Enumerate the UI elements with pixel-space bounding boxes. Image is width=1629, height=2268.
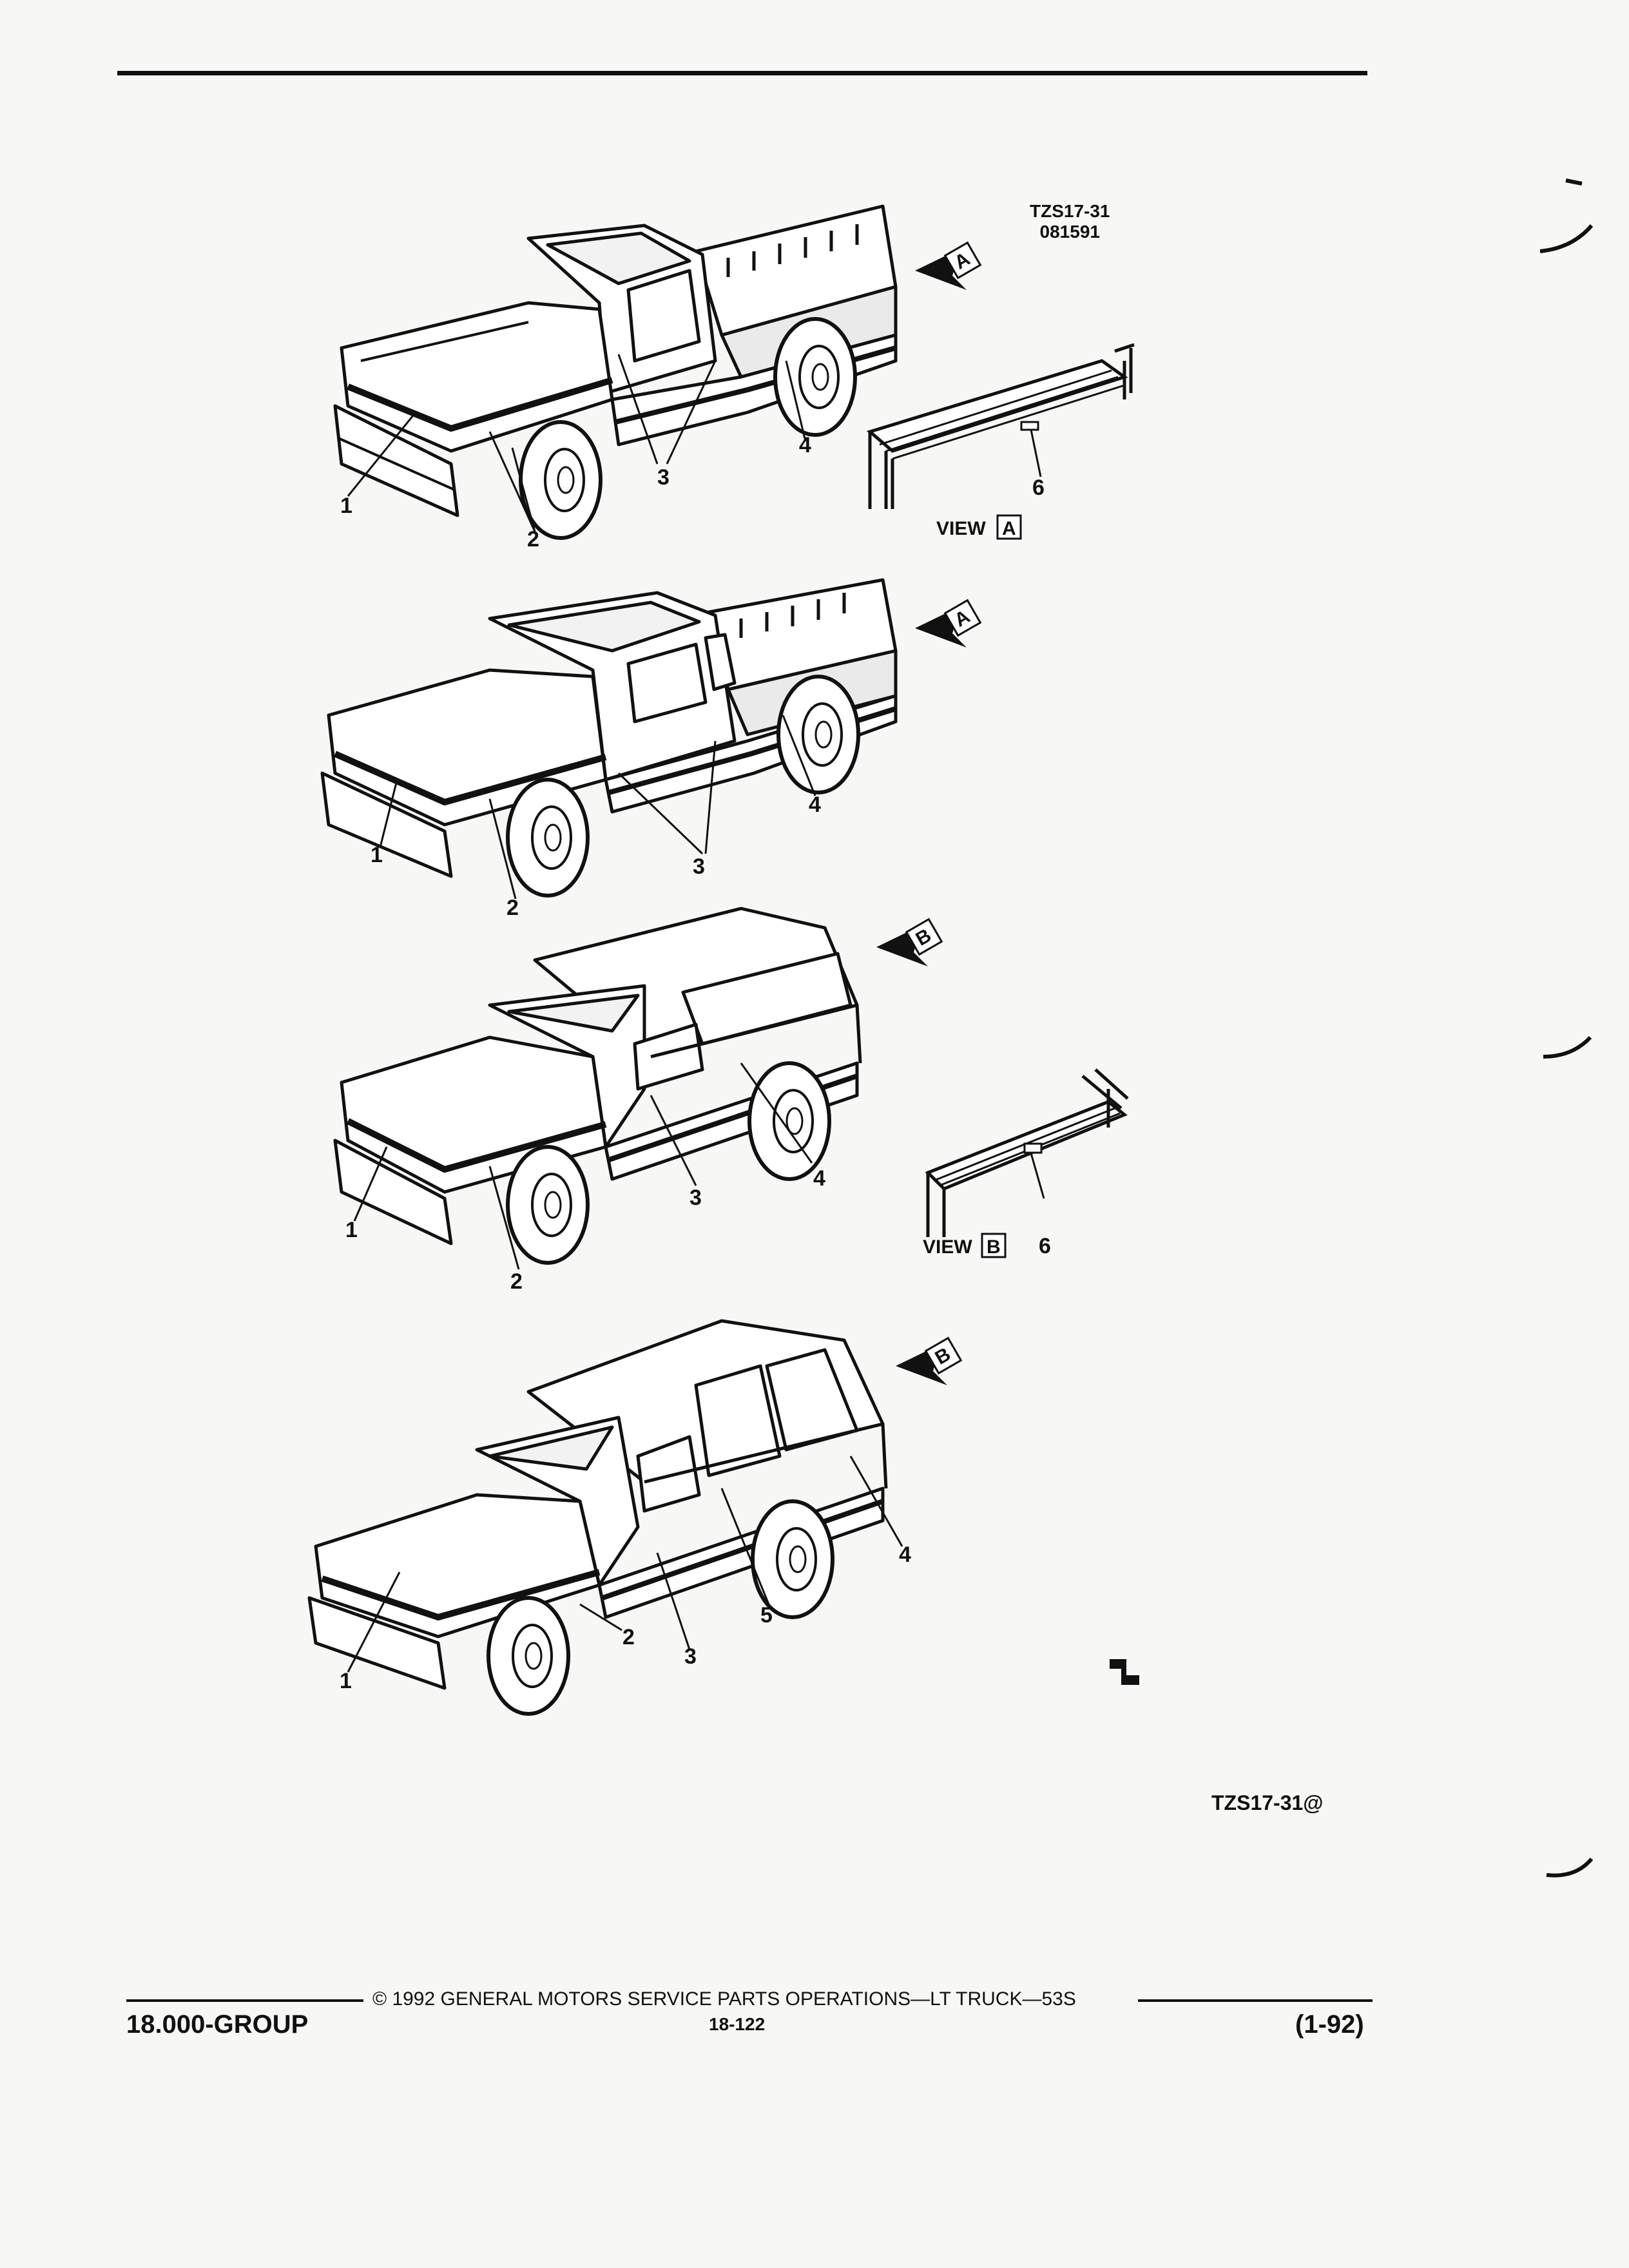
figure-regular-cab-pickup bbox=[333, 204, 898, 538]
callout-1: 1 bbox=[371, 843, 383, 867]
view-a-label: VIEW bbox=[936, 518, 986, 539]
callout-2: 2 bbox=[510, 1269, 523, 1294]
view-b-label: VIEW bbox=[923, 1236, 972, 1258]
margin-marks bbox=[1539, 178, 1594, 1878]
callout-6-view-b: 6 bbox=[1039, 1234, 1051, 1258]
view-arrow-b: B bbox=[896, 1336, 963, 1385]
view-b-box bbox=[981, 1233, 1007, 1258]
callout-2: 2 bbox=[506, 896, 519, 920]
callout-6-view-a: 6 bbox=[1032, 476, 1045, 500]
view-b-letter: B bbox=[987, 1236, 1001, 1258]
header-rule bbox=[117, 71, 1367, 75]
bottom-figure-code: TZS17-31@ bbox=[1211, 1791, 1324, 1814]
view-a-box bbox=[996, 514, 1022, 540]
footer-group: 18.000-GROUP bbox=[126, 2010, 309, 2039]
footer-rule-right bbox=[1138, 1999, 1373, 2002]
callout-4: 4 bbox=[813, 1166, 825, 1191]
figure-four-door-utility bbox=[307, 1319, 903, 1714]
callout-4: 4 bbox=[809, 793, 821, 817]
callout-3: 3 bbox=[693, 854, 705, 879]
callout-5: 5 bbox=[760, 1603, 773, 1628]
view-arrow-a: A bbox=[915, 241, 982, 290]
revision-symbol bbox=[1110, 1659, 1139, 1685]
footer-rule-left bbox=[126, 1999, 363, 2002]
footer-copyright: © 1992 GENERAL MOTORS SERVICE PARTS OPER… bbox=[372, 1988, 1076, 2010]
view-a-letter: A bbox=[1002, 518, 1016, 539]
figure-extended-cab-pickup bbox=[320, 578, 898, 899]
callout-2: 2 bbox=[527, 527, 539, 552]
callout-4: 4 bbox=[899, 1542, 911, 1567]
callout-1: 1 bbox=[340, 494, 352, 518]
callout-2: 2 bbox=[622, 1625, 635, 1649]
callout-3: 3 bbox=[684, 1644, 697, 1669]
callout-3: 3 bbox=[689, 1186, 702, 1210]
callout-4: 4 bbox=[799, 433, 811, 457]
ref-code-line2: 081591 bbox=[1039, 222, 1100, 242]
footer-date-code: (1-92) bbox=[1295, 2010, 1364, 2039]
detail-view-a bbox=[866, 343, 1135, 509]
view-arrow-a: A bbox=[915, 599, 982, 648]
callout-1: 1 bbox=[340, 1669, 352, 1693]
footer-page-number: 18-122 bbox=[709, 2014, 766, 2034]
view-arrow-b: B bbox=[876, 918, 943, 966]
ref-code-line1: TZS17-31 bbox=[1030, 201, 1110, 221]
detail-view-b bbox=[925, 1068, 1129, 1237]
callout-3: 3 bbox=[657, 465, 670, 490]
figure-reference-code: TZS17-31 081591 bbox=[1030, 201, 1110, 242]
callout-1: 1 bbox=[345, 1218, 358, 1242]
figure-two-door-utility bbox=[333, 907, 862, 1270]
